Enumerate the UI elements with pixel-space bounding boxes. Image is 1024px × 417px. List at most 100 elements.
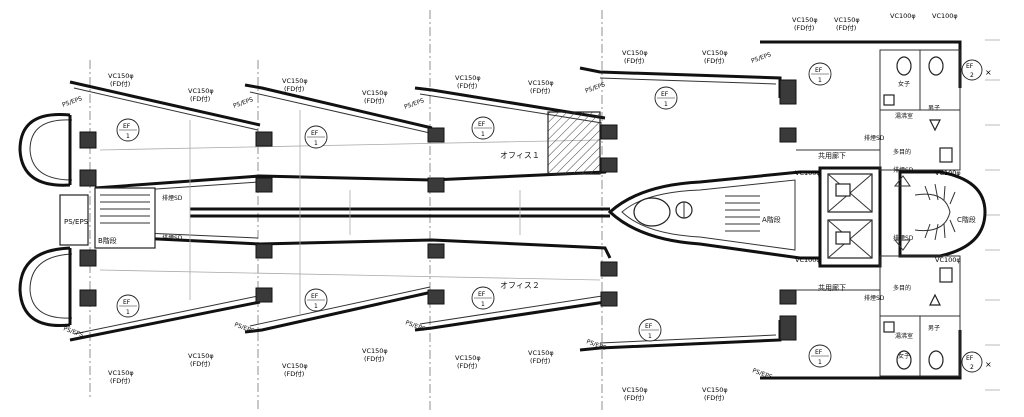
ef-marker: EF1 xyxy=(471,286,495,310)
column xyxy=(255,243,273,259)
vc-size-text: VC150φ xyxy=(362,347,388,355)
vc-duct-label: VC150φ(FD付) xyxy=(834,16,860,32)
vc-size-text: VC150φ xyxy=(622,49,648,57)
vc-duct-label: VC150φ(FD付) xyxy=(362,89,388,105)
tea-room-label-upper: 湯沸室 xyxy=(895,112,913,120)
vc-fd-text: (FD付) xyxy=(624,56,644,65)
corridor-label-lower: 共用廊下 xyxy=(818,283,846,292)
vc-fd-text: (FD付) xyxy=(836,23,856,32)
east-toilets: 女子 男子 湯沸室 湯沸室 女子 男子 多目的 多目的 xyxy=(879,49,961,377)
ef-marker-number: 1 xyxy=(126,133,130,140)
vc-size-text: VC150φ xyxy=(455,354,481,362)
vc-fd-text: (FD付) xyxy=(530,356,550,365)
smoke-damper-label: 排煙SD xyxy=(162,234,183,242)
vc-size-text: VC150φ xyxy=(362,89,388,97)
column xyxy=(600,157,618,173)
vc-size-text: VC100φ xyxy=(932,12,958,20)
ef-marker-number: 2 xyxy=(970,364,974,371)
wc-female-label-lower: 女子 xyxy=(898,352,910,360)
sink-fixture xyxy=(883,94,895,106)
smoke-damper-label: 排煙SD xyxy=(864,134,885,142)
ef-marker: EF1 xyxy=(116,294,140,318)
ef-marker: EF 1 xyxy=(116,118,140,142)
vc-duct-label: VC150φ(FD付) xyxy=(702,49,728,65)
ef-marker-label: EF xyxy=(815,67,823,74)
vc-fd-text: (FD付) xyxy=(624,393,644,402)
vc-fd-text: (FD付) xyxy=(190,359,210,368)
vc-duct-label: VC150φ(FD付) xyxy=(702,386,728,402)
vc-fd-text: (FD付) xyxy=(110,79,130,88)
vc-duct-label: VC150φ(FD付) xyxy=(188,352,214,368)
column xyxy=(79,169,97,187)
vc-size-text: VC100φ xyxy=(935,256,961,264)
ef-marker: EF1 xyxy=(471,116,495,140)
vc-size-text: VC150φ xyxy=(528,79,554,87)
multiply-label: × xyxy=(985,68,992,77)
smoke-damper-label: 排煙SD xyxy=(162,194,183,202)
vc-size-text: VC150φ xyxy=(702,49,728,57)
vc-duct-label: VC150φ(FD付) xyxy=(188,87,214,103)
ef-marker: EF 1 xyxy=(808,62,832,86)
vc-size-text: VC150φ xyxy=(455,74,481,82)
vc-size-text: VC150φ xyxy=(834,16,860,24)
vc-size-text: VC150φ xyxy=(792,16,818,24)
vc-size-text: VC150φ xyxy=(702,386,728,394)
vc-size-text: VC150φ xyxy=(282,77,308,85)
wc-male-label-lower: 男子 xyxy=(928,325,940,332)
sink-fixture xyxy=(939,267,953,283)
ef-marker: EF1 xyxy=(304,288,328,312)
vc-size-text: VC150φ xyxy=(108,72,134,80)
vc-duct-label: VC150φ(FD付) xyxy=(455,74,481,90)
vc-size-text: VC150φ xyxy=(622,386,648,394)
vc-duct-label: VC150φ(FD付) xyxy=(528,79,554,95)
vc-duct-label: VC150φ(FD付) xyxy=(282,362,308,378)
column xyxy=(79,249,97,267)
vc-size-text: VC100φ xyxy=(890,12,916,20)
vc-duct-label: VC150φ(FD付) xyxy=(362,347,388,363)
ef-marker-label: EF xyxy=(661,91,669,98)
ef-marker-label: EF xyxy=(311,293,319,300)
vc-fd-text: (FD付) xyxy=(364,354,384,363)
column xyxy=(255,177,273,193)
vc-fd-text: (FD付) xyxy=(457,81,477,90)
toilet-fixture xyxy=(928,350,944,370)
ef-marker-number: 1 xyxy=(481,301,485,308)
column xyxy=(427,243,445,259)
stair-b-label: B階段 xyxy=(98,236,117,245)
vc-duct-label: VC100φ xyxy=(935,256,961,264)
vc-fd-text: (FD付) xyxy=(190,94,210,103)
ef-marker-label: EF xyxy=(645,323,653,330)
vc-fd-text: (FD付) xyxy=(364,96,384,105)
column xyxy=(779,79,797,105)
sink-fixture xyxy=(883,321,895,333)
vc-fd-text: (FD付) xyxy=(110,376,130,385)
ef-marker-number: 1 xyxy=(818,77,822,84)
vc-size-text: VC150φ xyxy=(528,349,554,357)
vc-size-text: VC150φ xyxy=(188,87,214,95)
ef-marker-number: 2 xyxy=(970,72,974,79)
vc-duct-label: VC150φ(FD付) xyxy=(622,49,648,65)
tea-room-label-lower: 湯沸室 xyxy=(895,332,913,340)
column xyxy=(427,289,445,305)
column xyxy=(779,127,797,143)
ef-marker-label: EF xyxy=(311,130,319,137)
column xyxy=(427,127,445,143)
ef-marker-label: EF xyxy=(478,121,486,128)
corridor-label-upper: 共用廊下 xyxy=(818,151,846,160)
vc-duct-label: VC150φ(FD付) xyxy=(622,386,648,402)
ef-marker-label: EF xyxy=(815,349,823,356)
wc-male-label-upper: 男子 xyxy=(928,105,940,112)
ef-marker-label: EF xyxy=(123,123,131,130)
vc-fd-text: (FD付) xyxy=(704,56,724,65)
column xyxy=(600,124,618,140)
vc-duct-label: VC100φ xyxy=(795,169,821,177)
multipurpose-label-upper: 多目的 xyxy=(893,148,911,156)
vc-size-text: VC100φ xyxy=(795,256,821,264)
vc-duct-label: VC150φ(FD付) xyxy=(282,77,308,93)
multipurpose-label-lower: 多目的 xyxy=(893,284,911,292)
column xyxy=(779,315,797,341)
ef-marker-label: EF xyxy=(966,63,974,70)
vc-fd-text: (FD付) xyxy=(284,84,304,93)
